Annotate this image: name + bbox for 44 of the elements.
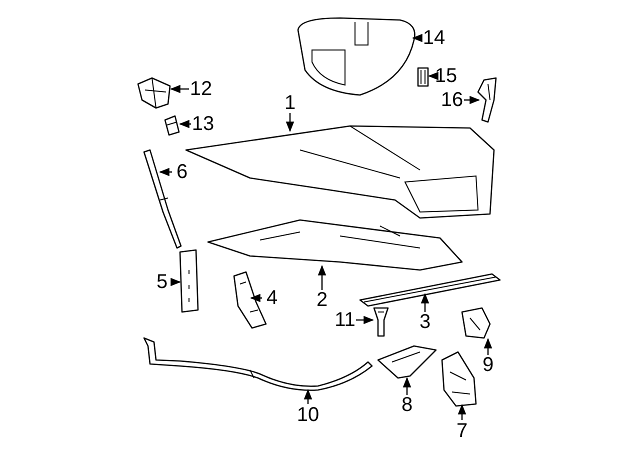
callout-number: 3	[419, 312, 431, 332]
latch-drawing	[441, 351, 477, 407]
leader-line	[420, 292, 430, 312]
hinge-bracket-drawing	[179, 249, 199, 313]
leader-line	[356, 316, 374, 324]
callout-number: 8	[401, 395, 413, 415]
callout-number: 13	[192, 114, 214, 134]
callout-number: 11	[334, 310, 356, 330]
prop-rod-drawing	[477, 77, 497, 123]
leader-line	[428, 72, 438, 80]
callout-number: 9	[482, 355, 494, 375]
leader-line	[178, 120, 191, 128]
striker-drawing	[461, 307, 491, 339]
callout-number: 1	[284, 93, 296, 113]
callout-number: 2	[316, 290, 328, 310]
air-scoop-drawing	[297, 17, 416, 96]
leader-line	[412, 34, 422, 42]
callout-number: 12	[190, 79, 212, 99]
callout-number: 5	[156, 272, 168, 292]
bumper-drawing	[137, 77, 171, 109]
callout-number: 15	[434, 66, 458, 86]
callout-number: 10	[296, 405, 320, 425]
leader-line	[158, 168, 172, 176]
leader-line	[170, 84, 189, 94]
leader-line	[318, 264, 326, 290]
callout-number: 14	[422, 28, 446, 48]
leader-line	[286, 113, 294, 132]
leader-line	[458, 404, 466, 420]
leader-line	[304, 388, 312, 404]
leader-line	[170, 278, 182, 286]
callout-number: 7	[456, 421, 468, 441]
release-cable-drawing	[143, 337, 373, 391]
clip-drawing	[373, 307, 389, 337]
callout-number: 4	[266, 288, 278, 308]
leader-line	[250, 294, 262, 302]
leader-line	[484, 338, 492, 355]
leader-line	[464, 96, 480, 104]
seal-drawing	[417, 67, 429, 87]
leader-line	[402, 376, 412, 395]
hinge-drawing	[233, 271, 267, 329]
callout-number: 6	[176, 162, 188, 182]
release-lever-drawing	[377, 345, 437, 379]
callout-number: 16	[440, 90, 464, 110]
grommet-drawing	[164, 115, 180, 136]
